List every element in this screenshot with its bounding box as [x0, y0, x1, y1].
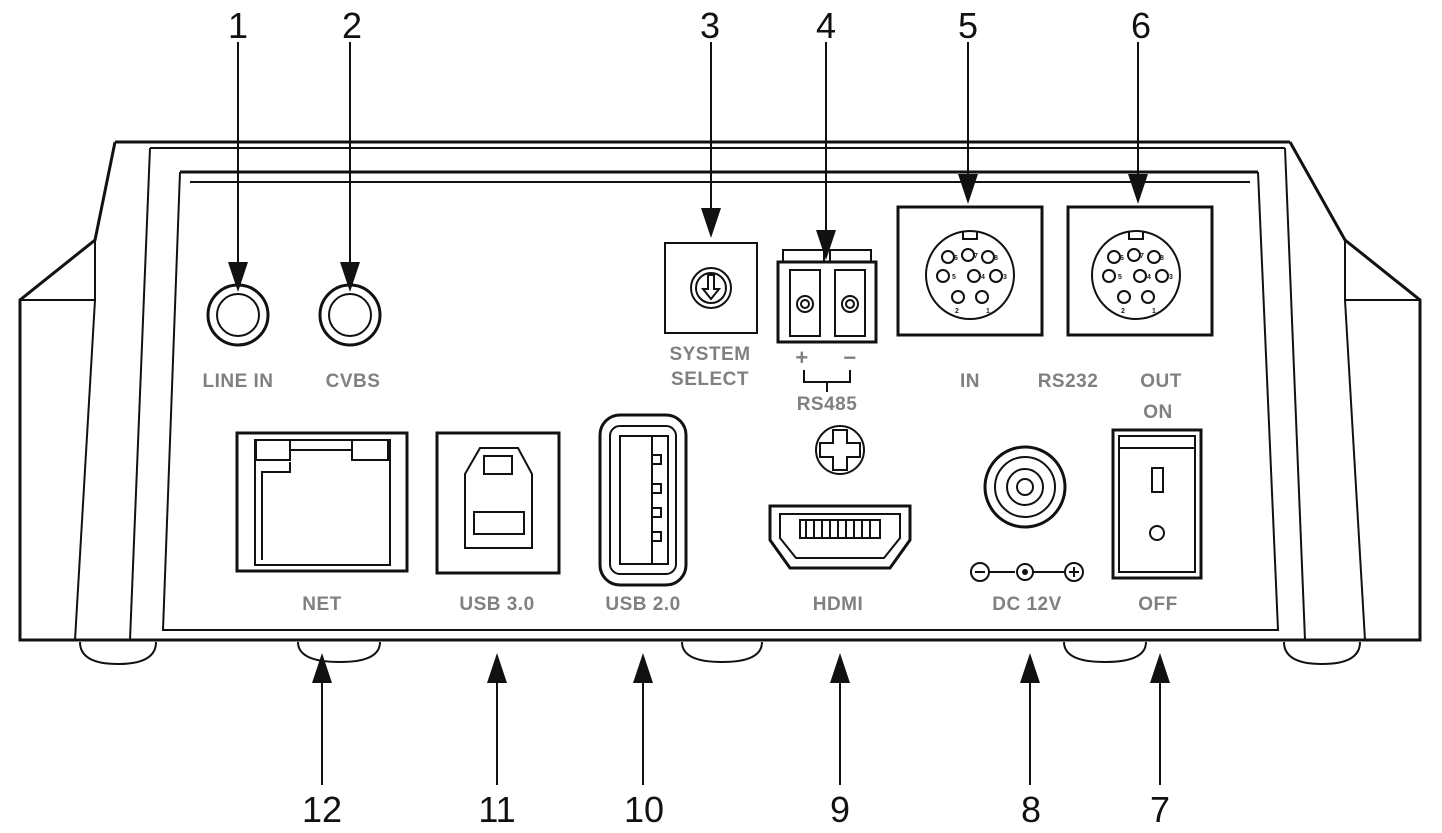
rs232-label: RS232	[1038, 371, 1099, 392]
pin-label: 1	[986, 308, 990, 315]
callout-9: 9	[830, 789, 850, 830]
line-in-label: LINE IN	[202, 371, 273, 392]
usb2-label: USB 2.0	[605, 594, 680, 615]
dc-power-jack	[970, 445, 1084, 582]
callout-4: 4	[816, 5, 836, 46]
pin-label: 8	[994, 255, 998, 262]
rs485-label: RS485	[797, 394, 858, 415]
pin-label: 3	[1169, 274, 1173, 281]
callout-12: 12	[302, 789, 342, 830]
pin-label: 6	[1120, 255, 1124, 262]
system-label: SYSTEM	[669, 344, 750, 365]
hdmi-screw	[815, 425, 865, 475]
rs232-in-label: IN	[960, 371, 980, 392]
rs485-minus-label: −	[843, 345, 856, 370]
callout-10: 10	[624, 789, 664, 830]
pin-label: 8	[1160, 255, 1164, 262]
hdmi-label: HDMI	[813, 594, 864, 615]
rubber-feet	[79, 641, 1361, 666]
callout-arrows-top	[228, 42, 1148, 292]
dc-12v-label: DC 12V	[992, 594, 1062, 615]
usb3-label: USB 3.0	[459, 594, 534, 615]
power-off-label: OFF	[1138, 594, 1178, 615]
pin-label: 5	[952, 274, 956, 281]
callout-arrows-bottom	[312, 653, 1170, 785]
pin-label: 1	[1152, 308, 1156, 315]
select-label: SELECT	[671, 369, 749, 390]
rs485-plus-label: +	[795, 345, 808, 370]
usb3-port	[435, 431, 561, 575]
pin-label: 3	[1003, 274, 1007, 281]
cvbs-label: CVBS	[326, 371, 381, 392]
callout-11: 11	[478, 789, 515, 830]
callout-3: 3	[700, 5, 720, 46]
pin-label: 5	[1118, 274, 1122, 281]
device-housing	[18, 140, 1422, 642]
pin-label: 6	[954, 255, 958, 262]
callout-1: 1	[228, 5, 248, 46]
line-in-jack	[206, 283, 270, 347]
net-port	[235, 431, 409, 573]
hdmi-port	[768, 504, 912, 570]
callout-6: 6	[1131, 5, 1151, 46]
callout-2: 2	[342, 5, 362, 46]
pin-label: 2	[1121, 308, 1125, 315]
rs485-terminal	[776, 249, 878, 392]
rs232-out-port: 6 7 8 5 4 3 2 1	[1066, 205, 1214, 337]
pin-label: 7	[974, 253, 978, 260]
power-on-label: ON	[1143, 402, 1173, 423]
net-label: NET	[302, 594, 342, 615]
cvbs-jack	[318, 283, 382, 347]
usb2-port	[598, 413, 688, 587]
pin-label: 4	[1147, 274, 1151, 281]
pin-label: 7	[1140, 253, 1144, 260]
callout-7: 7	[1150, 789, 1170, 830]
rs232-out-label: OUT	[1140, 371, 1182, 392]
system-select-switch	[664, 242, 758, 334]
callout-8: 8	[1021, 789, 1041, 830]
pin-label: 4	[981, 274, 985, 281]
rotary-arrow-icon	[700, 274, 722, 301]
power-switch	[1111, 428, 1203, 580]
callout-5: 5	[958, 5, 978, 46]
pin-label: 2	[955, 308, 959, 315]
rs232-in-port: 6 7 8 5 4 3 2 1	[896, 205, 1044, 337]
dc-polarity-icon	[970, 562, 1084, 582]
